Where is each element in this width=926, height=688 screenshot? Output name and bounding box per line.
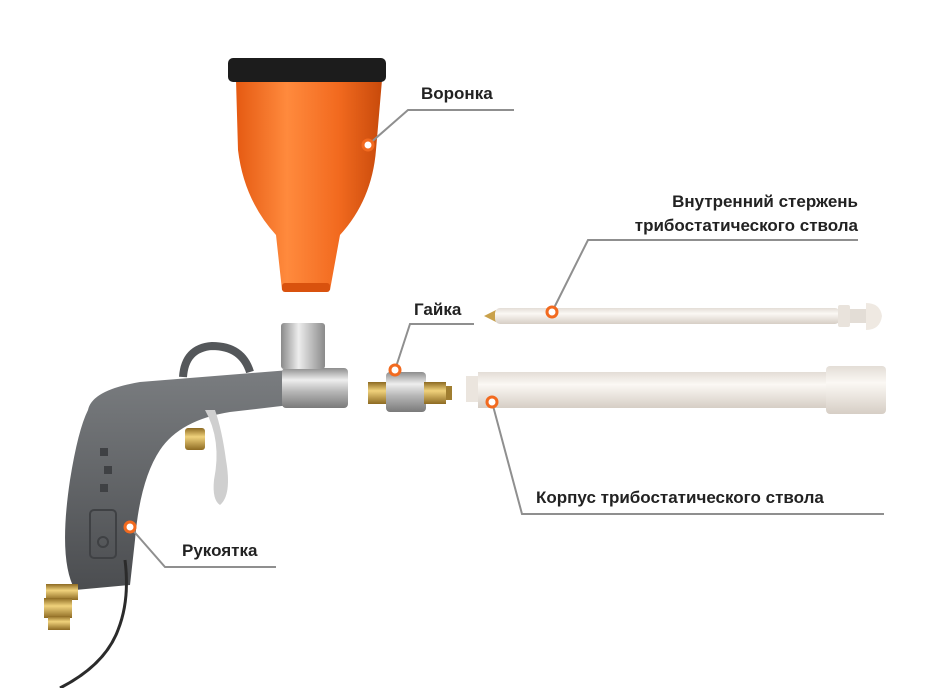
label-handle: Рукоятка <box>182 541 258 560</box>
markers <box>123 138 559 534</box>
marker-barrel <box>485 395 499 409</box>
marker-nut <box>388 363 402 377</box>
label-inner-rod-line1: Внутренний стержень <box>672 192 858 211</box>
trigger <box>205 410 228 505</box>
funnel <box>228 58 386 292</box>
marker-funnel <box>361 138 375 152</box>
funnel-rim <box>228 58 386 82</box>
funnel-socket <box>281 323 325 369</box>
leader-lines <box>129 109 884 568</box>
label-funnel: Воронка <box>421 84 493 103</box>
label-nut: Гайка <box>414 300 462 319</box>
leader-nut <box>394 323 474 371</box>
spray-gun <box>44 323 348 688</box>
marker-inner-rod <box>545 305 559 319</box>
leader-handle <box>129 526 276 568</box>
nut-assembly <box>368 372 452 412</box>
inner-rod <box>484 303 882 330</box>
leader-barrel <box>491 401 884 515</box>
leader-funnel <box>367 109 514 146</box>
label-barrel-body: Корпус трибостатического ствола <box>536 488 824 507</box>
label-inner-rod-line2: трибостатического ствола <box>634 216 858 235</box>
hanger-hook <box>179 341 254 378</box>
gun-coupling <box>282 368 348 408</box>
leader-inner-rod <box>551 239 858 313</box>
marker-handle <box>123 520 137 534</box>
barrel-body <box>466 366 886 414</box>
